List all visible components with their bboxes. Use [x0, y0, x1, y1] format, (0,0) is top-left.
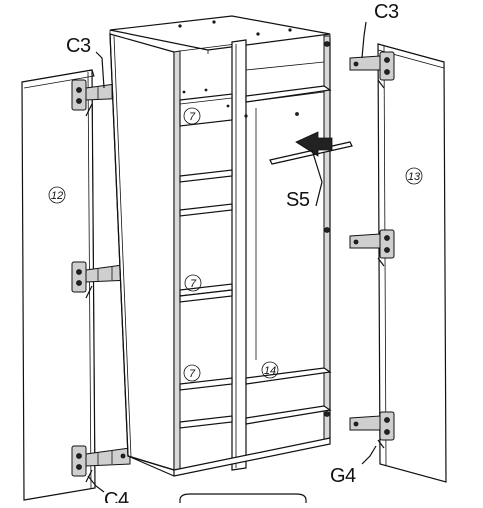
shelf-mid-part-circle [184, 274, 202, 292]
shelf-low-part-number: 7 [189, 368, 196, 380]
shelf-mid-part-number: 7 [190, 278, 197, 290]
leader-lines [87, 21, 377, 493]
bottom-frame [179, 493, 307, 503]
left-hinge-bottom [71, 445, 131, 483]
right-hinge-middle [349, 229, 395, 267]
right-hinge-top [349, 51, 395, 89]
label-g4: G4 [330, 465, 356, 487]
label-c3-right: C3 [374, 1, 399, 23]
left-shelves [179, 93, 233, 429]
left-door-part-number: 12 [51, 190, 63, 202]
cabinet-body: 7 7 7 14 [109, 15, 332, 477]
bottom-right-part-circle [261, 361, 279, 379]
right-door: 13 [377, 43, 447, 483]
shelf-low-part-circle [183, 364, 201, 382]
right-lower-shelf [245, 367, 332, 425]
shelf-top-part-number: 7 [189, 111, 196, 123]
shelf-top-part-circle [183, 107, 201, 125]
label-s5: S5 [286, 189, 310, 211]
left-door-part-circle [48, 186, 66, 204]
left-door: 12 [21, 69, 96, 501]
right-door-part-circle [405, 167, 423, 185]
label-c3-left: C3 [66, 35, 91, 57]
hanging-rail [269, 131, 353, 207]
right-hinge-bottom [349, 411, 395, 449]
label-c4: C4 [104, 489, 129, 503]
bottom-right-part-number: 14 [264, 365, 276, 377]
right-door-part-number: 13 [408, 171, 421, 183]
left-hinge-middle [71, 261, 131, 299]
right-upper-shelf [245, 61, 332, 360]
